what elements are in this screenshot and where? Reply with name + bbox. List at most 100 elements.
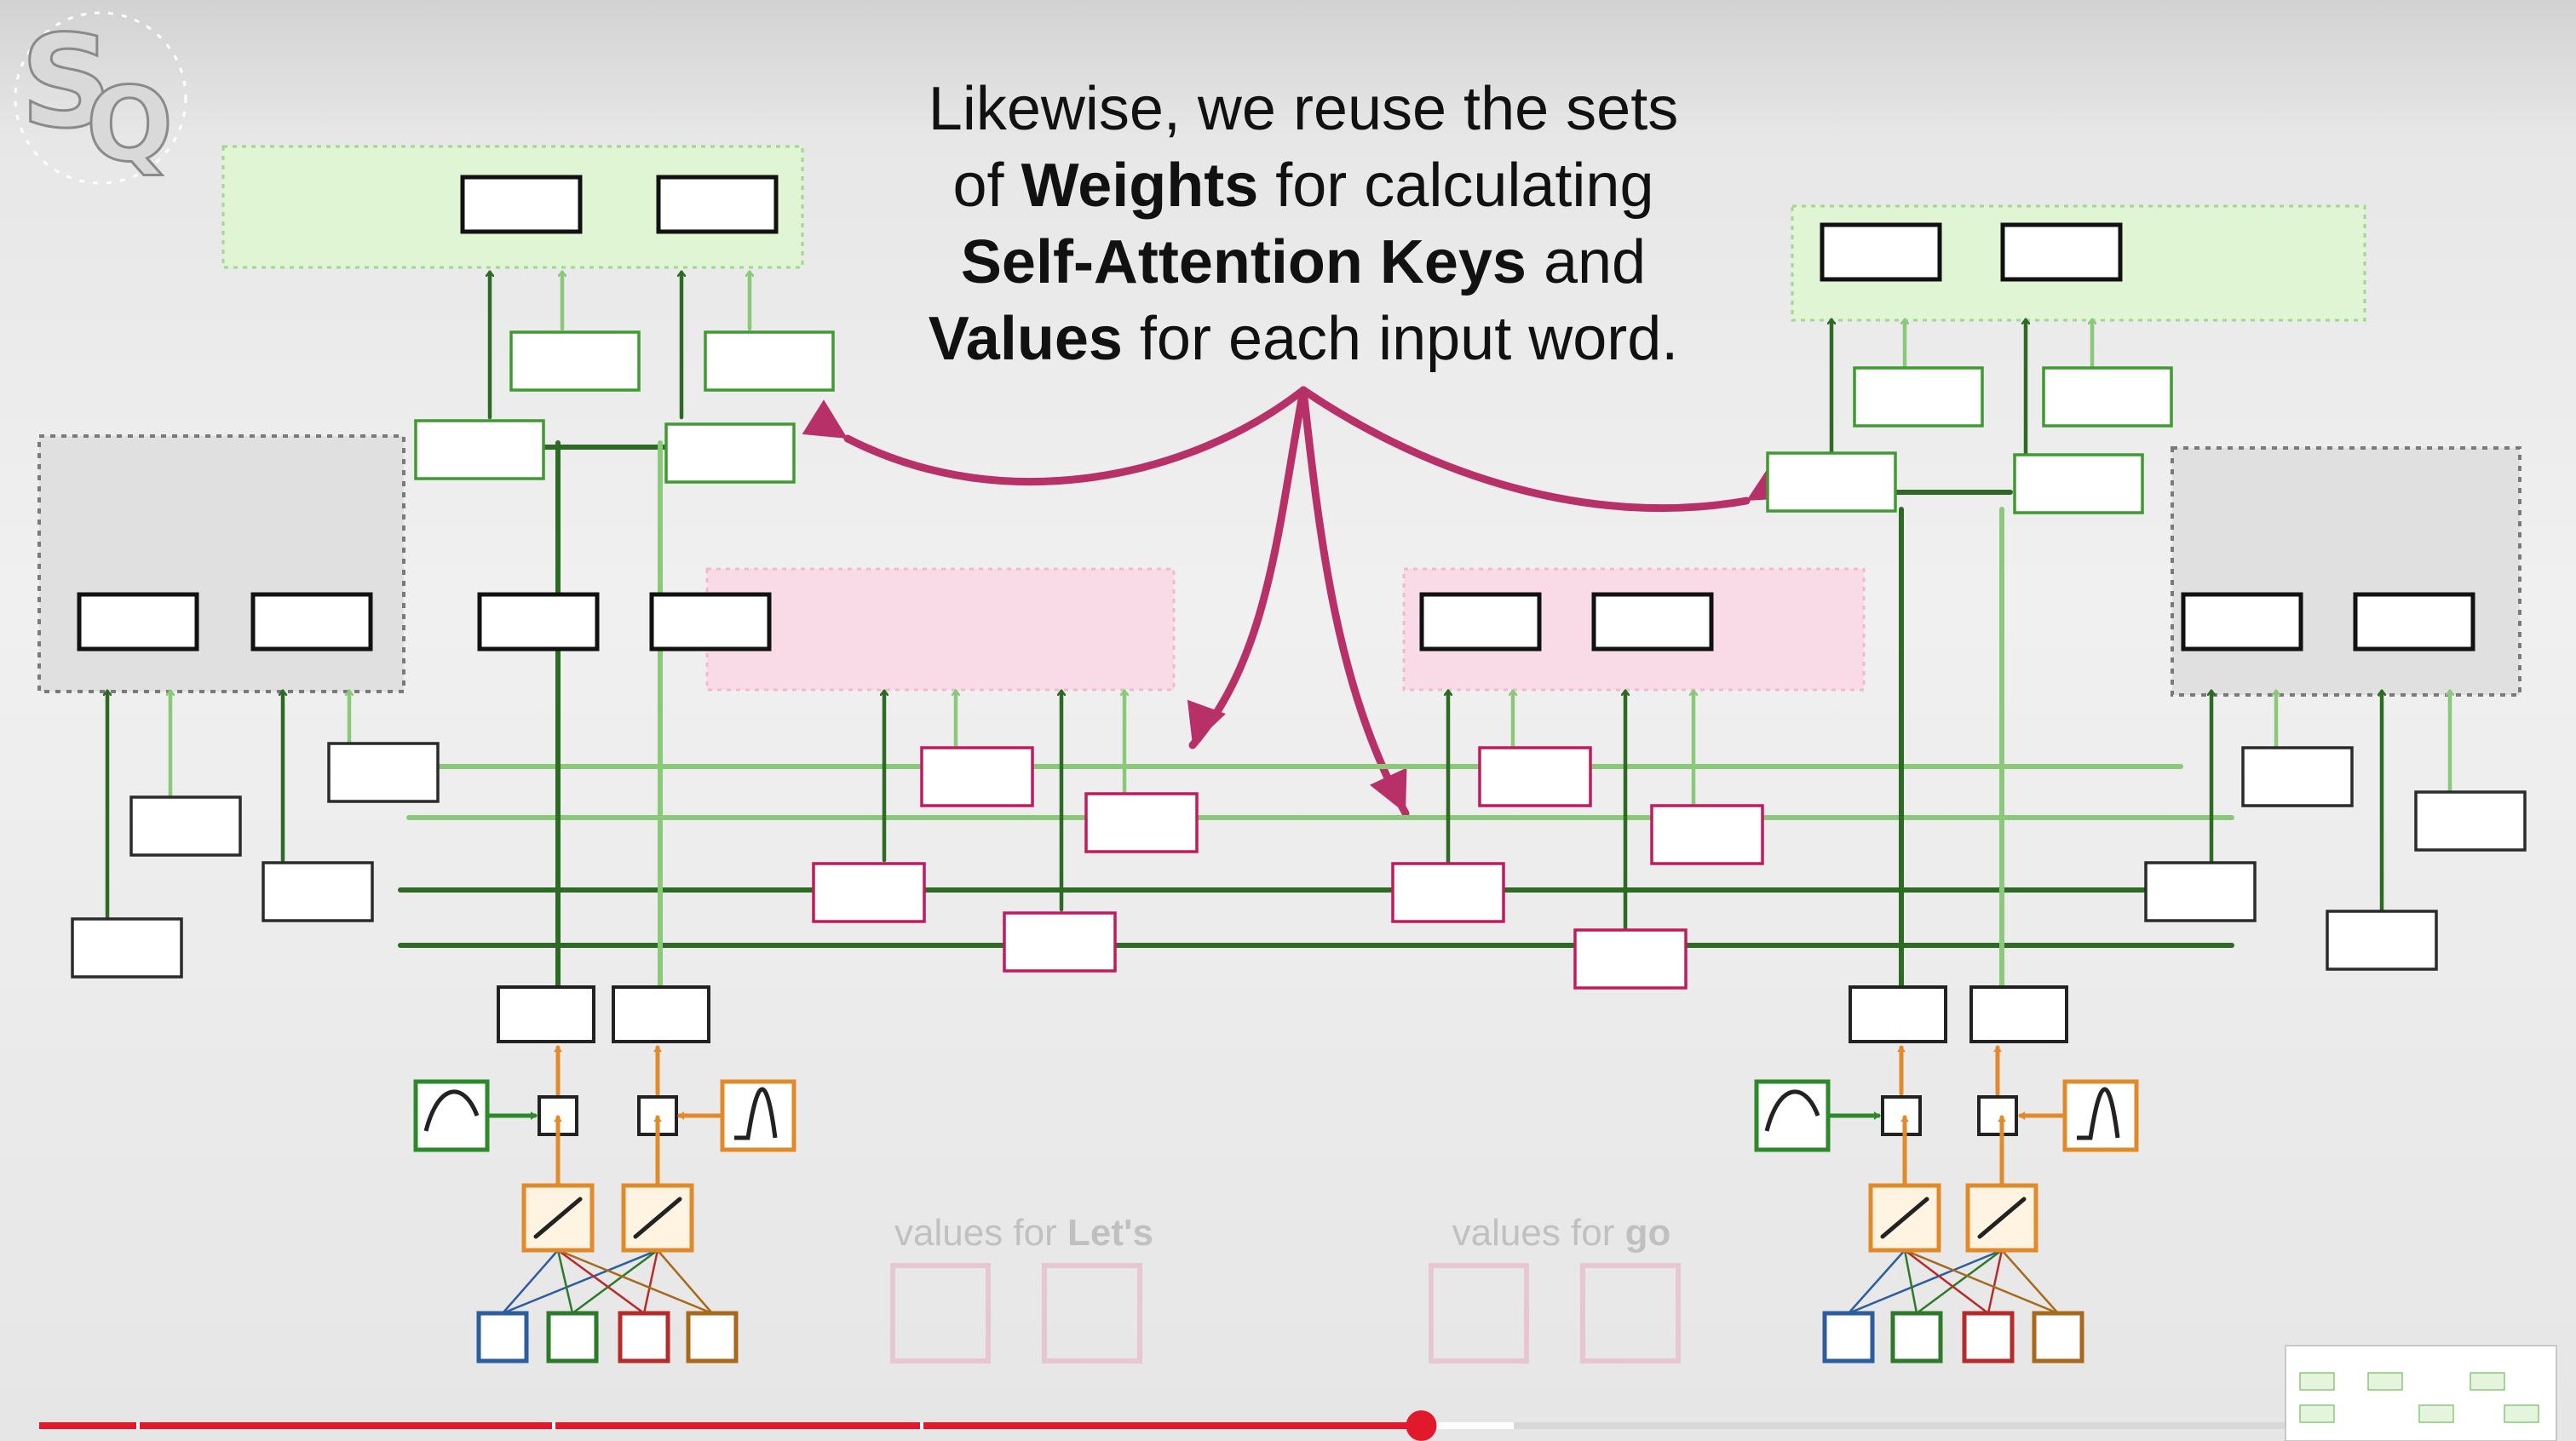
identity-activation-icon (1868, 1115, 1941, 1253)
progress-played (39, 1422, 1422, 1429)
sum-box-frame (250, 592, 373, 652)
self-attention-subtitle: values for go (1452, 1212, 1671, 1254)
plus-frame (1881, 1095, 1922, 1136)
encoding-frame (612, 985, 710, 1043)
thumbnail-mini-box (2367, 1372, 2403, 1391)
one-hot-input (546, 1311, 599, 1363)
weight-box (1650, 804, 1764, 865)
sum-box-frame (1591, 592, 1714, 652)
sine-wave-icon (1754, 1079, 1881, 1152)
one-hot-input (686, 1311, 739, 1363)
self-attention-value-frame (1042, 1263, 1142, 1363)
weight-box-frame (1650, 804, 1764, 865)
wave-frame (720, 1079, 796, 1152)
sum-box-frame (1419, 592, 1542, 652)
sum-box-frame (77, 592, 199, 652)
weight-box-frame (2144, 861, 2257, 922)
sum-box-frame (1820, 222, 1942, 282)
subtitle-word: Let's (1067, 1212, 1153, 1254)
weight-box (327, 742, 440, 803)
encoding-frame (497, 985, 595, 1043)
caption-arrow-head (1187, 699, 1226, 745)
input-connection (557, 1249, 645, 1315)
weight-box-frame (509, 330, 641, 392)
input-connection (2001, 1249, 2059, 1314)
weight-box-frame (1003, 911, 1117, 973)
input-connection (1987, 1249, 2004, 1314)
input-connection (1848, 1249, 2003, 1315)
caption-segment: Self-Attention Keys (961, 228, 1527, 296)
activation-line (633, 1197, 682, 1239)
caption-line: Self-Attention Keys and (961, 228, 1646, 296)
caption-line: Likewise, we reuse the sets (929, 75, 1678, 143)
sum-box-frame (460, 175, 583, 234)
weight-box (1391, 862, 1505, 923)
query-panel (37, 434, 405, 693)
identity-activation-icon (621, 1115, 694, 1253)
weight-box-frame (129, 795, 242, 857)
caption-arrow-head (1369, 767, 1407, 813)
weight-box-frame (414, 419, 545, 480)
weight-box-frame (812, 862, 926, 923)
weight-box-frame (1853, 366, 1984, 428)
weight-box-frame (2042, 366, 2173, 428)
thumbnail-mini-box (2418, 1404, 2454, 1423)
weight-box-frame (1084, 792, 1199, 853)
progress-scrubber-handle[interactable] (1406, 1410, 1437, 1441)
caption-segment: Weights (1021, 152, 1259, 220)
query-panel (2171, 446, 2521, 697)
caption-line: of Weights for calculating (953, 152, 1654, 220)
weight-box-frame (704, 330, 835, 392)
weight-box-frame (664, 422, 796, 484)
weight-box-frame (1573, 928, 1688, 990)
sum-box (2181, 592, 2303, 652)
activation-line (1977, 1197, 2027, 1239)
input-connection (502, 1249, 658, 1315)
one-hot-frame (2032, 1311, 2084, 1363)
thumbnail-frame[interactable] (2285, 1345, 2557, 1441)
chapter-marker (552, 1422, 555, 1429)
weight-box-frame (2241, 746, 2354, 807)
input-connection (572, 1249, 658, 1315)
plus-box (1977, 1095, 2018, 1136)
one-hot-frame (1962, 1311, 2015, 1363)
one-hot-input (1962, 1311, 2015, 1363)
activation-line (533, 1197, 583, 1239)
one-hot-frame (546, 1311, 599, 1363)
one-hot-frame (1822, 1311, 1875, 1363)
weight-box (414, 419, 545, 480)
sum-box-frame (477, 592, 600, 652)
sum-box (250, 592, 373, 652)
self-attention-value-frame (1429, 1263, 1529, 1363)
preview-thumbnail[interactable] (2285, 1345, 2557, 1441)
wave-curve (1764, 1089, 1820, 1132)
weight-box (71, 917, 183, 979)
weight-box (509, 330, 641, 392)
weight-box (1478, 746, 1592, 807)
one-hot-input (1890, 1311, 1943, 1363)
subtitle-prefix: values for (1452, 1212, 1625, 1254)
thumbnail-mini-box (2504, 1404, 2539, 1423)
sum-box (2000, 222, 2123, 282)
logo-letter-q: Q (86, 66, 173, 185)
cosine-wave-icon (2018, 1079, 2139, 1152)
sum-box (77, 592, 199, 652)
sine-wave-icon (413, 1079, 538, 1152)
thumbnail-mini-box (2299, 1372, 2335, 1391)
weight-box (2326, 910, 2438, 971)
plus-frame (1977, 1095, 2018, 1136)
subtitle-word: go (1625, 1212, 1671, 1254)
plus-box (1881, 1095, 1922, 1136)
weight-box (920, 746, 1034, 807)
caption-line: Values for each input word. (929, 305, 1679, 373)
query-panel-bg (2171, 446, 2521, 697)
identity-activation-icon (1965, 1115, 2038, 1253)
caption-segment: for calculating (1258, 152, 1653, 220)
caption-arrow-head (802, 399, 848, 439)
encoding-frame (1969, 985, 2068, 1043)
weight-box (1084, 792, 1199, 853)
sum-box-frame (656, 175, 779, 234)
caption-arrows (802, 386, 1792, 818)
caption-arrow (1188, 386, 1308, 749)
weight-box (2241, 746, 2354, 807)
